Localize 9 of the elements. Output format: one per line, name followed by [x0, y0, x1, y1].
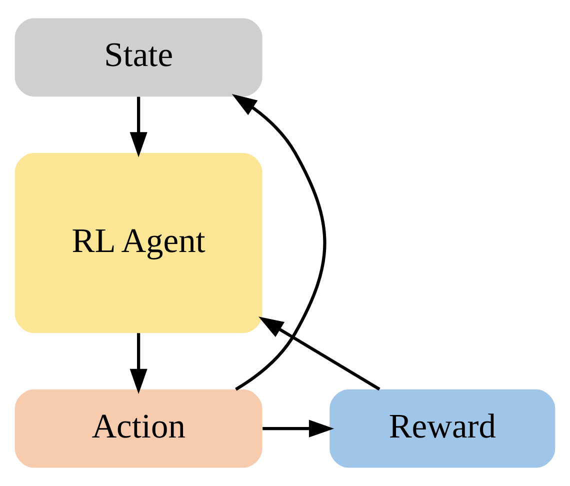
- arrow: [232, 94, 326, 391]
- node-box: Action: [14, 389, 262, 468]
- node-box: Reward: [330, 389, 556, 468]
- arrow: [130, 333, 148, 394]
- arrow: [262, 420, 334, 438]
- arrow: [258, 316, 380, 391]
- arrow: [130, 96, 148, 158]
- node-box: RL Agent: [14, 152, 262, 334]
- node-box: State: [14, 18, 262, 97]
